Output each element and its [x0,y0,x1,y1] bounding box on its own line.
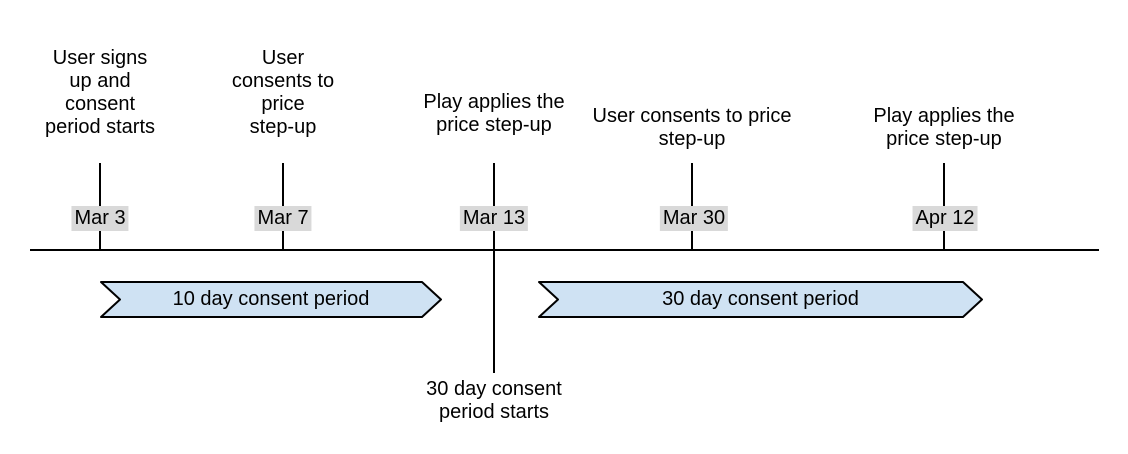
period-label-10-day: 10 day consent period [172,288,370,310]
event-label-mar7: User consents to price step-up [231,47,335,138]
event-label-apr12: Play applies the price step-up [873,105,1015,150]
event-date-mar30: Mar 30 [659,206,729,231]
event-tick-mar13 [493,163,495,373]
event-date-apr12: Apr 12 [912,206,978,231]
period-label-30-day: 30 day consent period [662,288,859,310]
chevron-banner-shape [538,281,983,318]
chevron-banner-shape [100,281,442,318]
event-date-mar7: Mar 7 [254,206,312,231]
event-label-mar13: Play applies the price step-up [423,91,565,136]
event-date-mar13: Mar 13 [459,206,529,231]
event-label-mar3: User signs up and consent period starts [44,47,156,138]
timeline-axis-line [30,249,1099,251]
period-banner-30-day: 30 day consent period [538,281,983,318]
period-banner-10-day: 10 day consent period [100,281,442,318]
event-date-mar3: Mar 3 [71,206,129,231]
note-30-day-period-starts: 30 day consent period starts [426,378,562,423]
event-label-mar30: User consents to price step-up [592,105,792,150]
